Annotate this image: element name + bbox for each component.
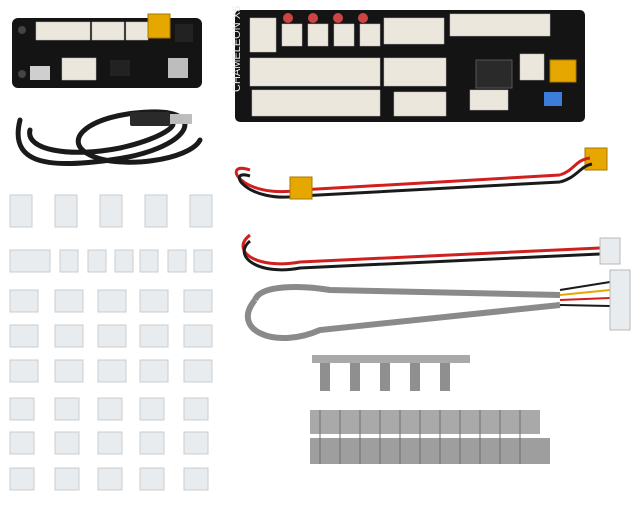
crimp-terminal-strips: [310, 355, 550, 464]
xt60-power-cable: [234, 147, 608, 200]
jst-6pin-cable: [245, 269, 631, 341]
jst-2pin-cable: [241, 233, 621, 272]
main-board: CHAMELEON X5: [231, 6, 585, 122]
board-label: CHAMELEON X5: [231, 6, 243, 92]
usb-cable: [15, 109, 203, 167]
jst-connector-housings: [9, 194, 213, 491]
adapter-board: [12, 13, 202, 88]
